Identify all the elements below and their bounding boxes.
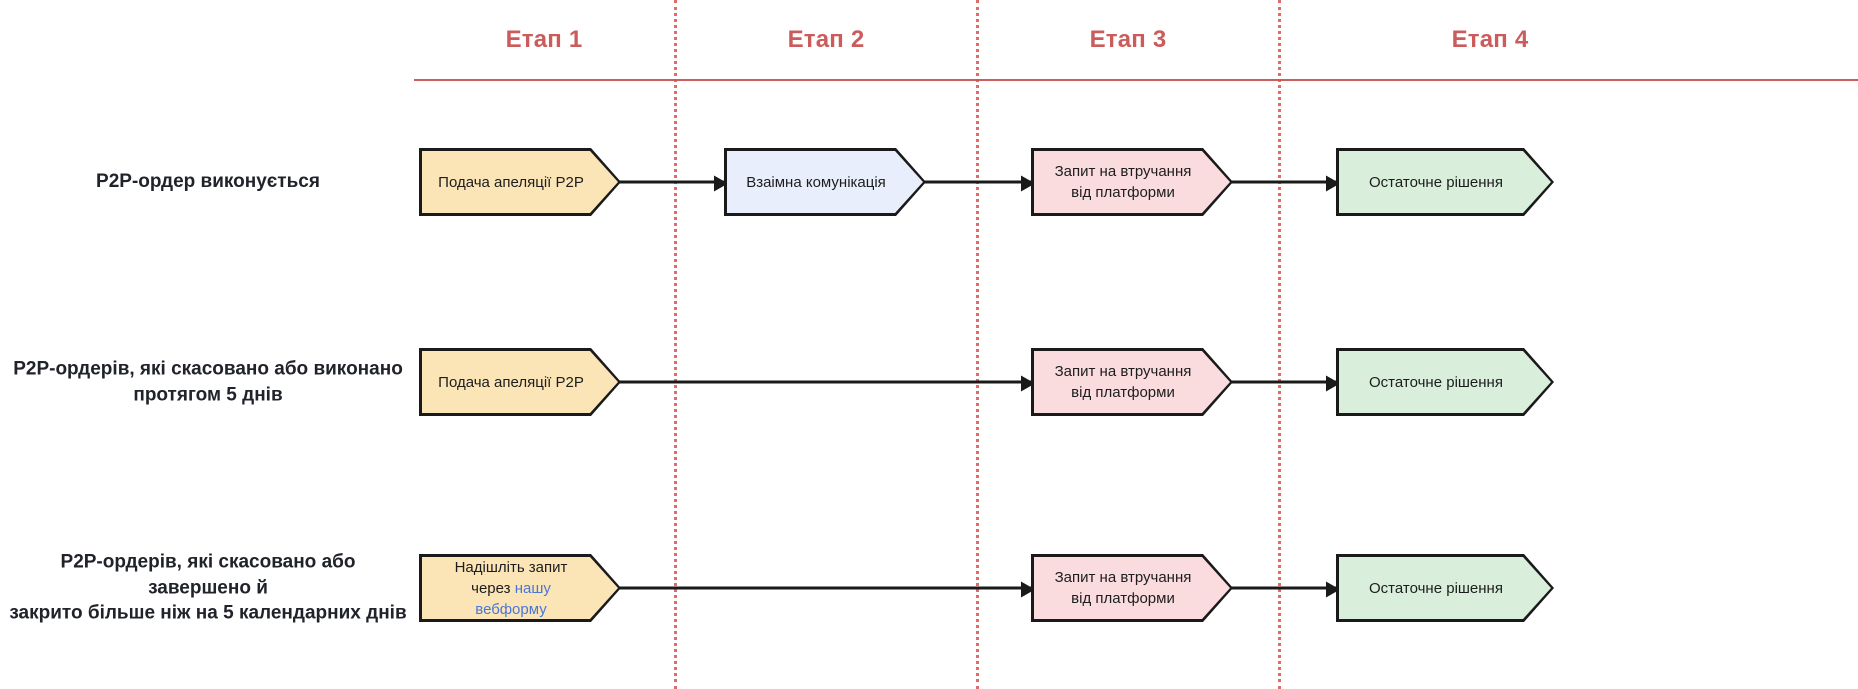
node-row3-stage3-label: Запит на втручання від платформи — [1054, 569, 1192, 607]
connector-row1-2-to-3 — [923, 175, 1035, 192]
connector-row3-3-to-4 — [1230, 581, 1340, 598]
node-row3-stage4: Остаточне рішення — [1339, 557, 1551, 619]
connector-row2-1-to-3 — [618, 375, 1035, 392]
row-label-2-line-1: P2P-ордерів, які скасовано або виконано — [13, 358, 403, 380]
node-row1-stage1: Подача апеляції P2P — [422, 151, 618, 213]
row-label-3: P2P-ордерів, які скасовано або завершено… — [8, 550, 408, 627]
node-row1-stage3-fill: Запит на втручання від платформи — [1034, 151, 1230, 213]
stage-header-2: Етап 2 — [676, 20, 976, 60]
stage-divider-2-3 — [976, 0, 979, 689]
stage-header-3-label: Етап 3 — [1089, 26, 1167, 53]
node-row1-stage3: Запит на втручання від платформи — [1034, 151, 1230, 213]
node-row1-stage4-fill: Остаточне рішення — [1339, 151, 1551, 213]
row-label-2-line-2: протягом 5 днів — [133, 384, 283, 405]
stage-header-1: Етап 1 — [414, 20, 674, 60]
connector-row1-1-to-2 — [618, 175, 728, 192]
header-divider-rule — [414, 79, 1858, 81]
row-label-3-line-2: закрито більше ніж на 5 календарних днів — [9, 602, 407, 624]
node-row1-stage4: Остаточне рішення — [1339, 151, 1551, 213]
node-row2-stage1-label: Подача апеляції P2P — [438, 373, 584, 391]
node-row3-stage1-fill: Надішліть запит через нашу вебформу — [422, 557, 618, 619]
stage-header-1-label: Етап 1 — [505, 26, 583, 53]
node-row1-stage4-label: Остаточне рішення — [1369, 173, 1503, 191]
node-row3-stage1: Надішліть запит через нашу вебформу — [422, 557, 618, 619]
row-label-2: P2P-ордерів, які скасовано або виконано … — [8, 356, 408, 407]
node-row1-stage1-fill: Подача апеляції P2P — [422, 151, 618, 213]
node-row3-stage1-label: Надішліть запит через — [454, 558, 568, 597]
webform-link[interactable]: нашу вебформу — [475, 579, 551, 618]
node-row3-stage3: Запит на втручання від платформи — [1034, 557, 1230, 619]
stage-divider-1-2 — [674, 0, 677, 689]
row-label-1-line-1: P2P-ордер виконується — [96, 171, 320, 193]
node-row2-stage4: Остаточне рішення — [1339, 351, 1551, 413]
node-row1-stage2: Взаімна комунікація — [727, 151, 923, 213]
node-row3-stage4-label: Остаточне рішення — [1369, 579, 1503, 597]
stage-header-3: Етап 3 — [978, 20, 1278, 60]
node-row1-stage2-fill: Взаімна комунікація — [727, 151, 923, 213]
stage-divider-3-4 — [1278, 0, 1281, 689]
stage-header-2-label: Етап 2 — [787, 26, 865, 53]
stage-header-4: Етап 4 — [1280, 20, 1700, 60]
node-row1-stage1-label: Подача апеляції P2P — [438, 173, 584, 191]
row-label-3-line-1: P2P-ордерів, які скасовано або завершено… — [60, 551, 356, 599]
connector-row2-3-to-4 — [1230, 375, 1340, 392]
node-row2-stage3: Запит на втручання від платформи — [1034, 351, 1230, 413]
connector-row3-1-to-3 — [618, 581, 1035, 598]
node-row1-stage3-label: Запит на втручання від платформи — [1054, 163, 1192, 201]
node-row2-stage3-label: Запит на втручання від платформи — [1054, 363, 1192, 401]
node-row2-stage1-fill: Подача апеляції P2P — [422, 351, 618, 413]
node-row3-stage1-content: Надішліть запит через нашу вебформу — [434, 557, 588, 620]
node-row3-stage4-fill: Остаточне рішення — [1339, 557, 1551, 619]
stage-header-4-label: Етап 4 — [1451, 26, 1529, 53]
node-row2-stage3-fill: Запит на втручання від платформи — [1034, 351, 1230, 413]
node-row2-stage1: Подача апеляції P2P — [422, 351, 618, 413]
node-row2-stage4-fill: Остаточне рішення — [1339, 351, 1551, 413]
node-row3-stage3-fill: Запит на втручання від платформи — [1034, 557, 1230, 619]
node-row1-stage2-label: Взаімна комунікація — [746, 173, 886, 191]
row-label-1: P2P-ордер виконується — [8, 169, 408, 195]
node-row2-stage4-label: Остаточне рішення — [1369, 373, 1503, 391]
connector-row1-3-to-4 — [1230, 175, 1340, 192]
